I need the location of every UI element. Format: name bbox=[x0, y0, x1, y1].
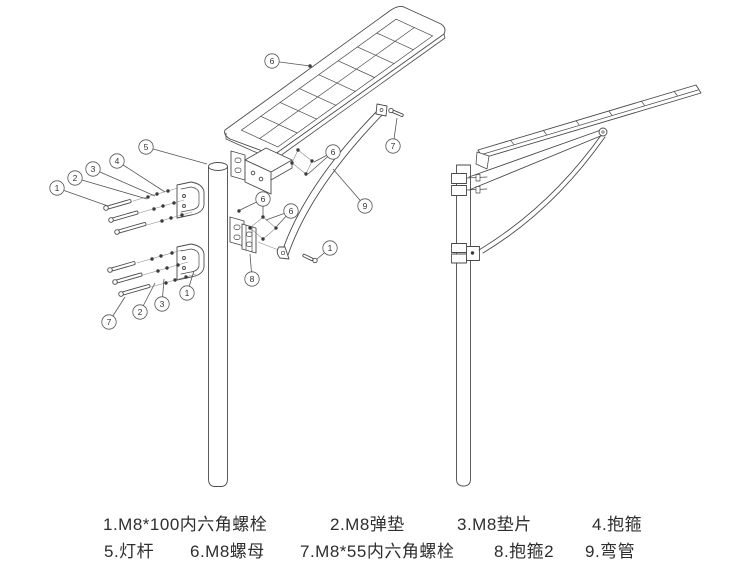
callout-number: 2 bbox=[73, 173, 78, 183]
callout-5: 5 bbox=[138, 139, 208, 165]
callout-number: 4 bbox=[115, 156, 120, 166]
callout-3-lower: 3 bbox=[154, 278, 170, 312]
part-label-1: 1.M8*100内六角螺栓 bbox=[103, 515, 268, 534]
part-label-8: 8.抱箍2 bbox=[494, 542, 555, 561]
callout-1-lower: 1 bbox=[179, 270, 195, 301]
callout-number: 6 bbox=[289, 206, 294, 216]
pole-clamp-upper bbox=[176, 181, 205, 219]
arm-tube-joint bbox=[598, 127, 608, 137]
callout-6-bracket: 6 bbox=[307, 144, 341, 175]
callout-6-panel: 6 bbox=[264, 53, 311, 69]
callout-2-lower: 2 bbox=[132, 282, 156, 320]
bent-tube bbox=[276, 103, 388, 260]
assembled-upper-clamp bbox=[451, 173, 488, 196]
callout-number: 7 bbox=[391, 141, 396, 151]
callout-7-tube: 7 bbox=[385, 117, 401, 154]
part-label-9: 9.弯管 bbox=[585, 542, 636, 561]
panel-grid bbox=[241, 18, 433, 148]
pole-back-plate-upper bbox=[230, 150, 246, 181]
callout-8: 8 bbox=[244, 253, 260, 287]
callout-number: 7 bbox=[107, 317, 112, 327]
part-label-5: 5.灯杆 bbox=[104, 542, 155, 561]
assembled-tube bbox=[478, 133, 606, 254]
callout-6-clamp2-a: 6 bbox=[239, 191, 271, 216]
part-label-7: 7.M8*55内六角螺栓 bbox=[300, 542, 455, 561]
right-assembled-diagram bbox=[451, 84, 702, 487]
assembled-arm bbox=[468, 129, 604, 191]
pole-back-plate-lower bbox=[229, 216, 245, 247]
callout-number: 3 bbox=[160, 299, 165, 309]
callout-number: 6 bbox=[270, 56, 275, 66]
callout-4: 4 bbox=[109, 153, 166, 193]
part-label-4: 4.抱箍 bbox=[592, 515, 643, 534]
part-label-2: 2.M8弹垫 bbox=[330, 515, 405, 534]
tube-bottom-bolt bbox=[302, 253, 318, 264]
light-pole bbox=[208, 162, 228, 487]
callout-number: 5 bbox=[144, 142, 149, 152]
solar-panel bbox=[224, 5, 446, 158]
callout-number: 3 bbox=[91, 164, 96, 174]
callout-number: 1 bbox=[328, 243, 333, 253]
callout-3: 3 bbox=[85, 161, 156, 197]
callout-7-lower: 7 bbox=[101, 296, 126, 330]
callout-number: 6 bbox=[331, 147, 336, 157]
assembly-diagram: 1 2 3 4 5 7 2 3 1 6 6 7 9 1 8 6 6 bbox=[49, 5, 702, 487]
callout-number: 2 bbox=[138, 307, 143, 317]
tube-top-bolt bbox=[388, 107, 404, 118]
panel-edge-ticks bbox=[510, 91, 678, 145]
callout-number: 8 bbox=[250, 274, 255, 284]
callout-2: 2 bbox=[67, 170, 148, 200]
callout-number: 1 bbox=[185, 288, 190, 298]
callout-9: 9 bbox=[332, 168, 373, 214]
part-label-3: 3.M8垫片 bbox=[457, 515, 532, 534]
assembled-panel bbox=[475, 84, 702, 170]
part-label-6: 6.M8螺母 bbox=[190, 542, 265, 561]
washers-and-nuts bbox=[146, 64, 314, 285]
callout-number: 1 bbox=[55, 183, 60, 193]
callout-1-tube: 1 bbox=[316, 240, 338, 260]
hex-bolts bbox=[103, 199, 151, 297]
callouts: 1 2 3 4 5 7 2 3 1 6 6 7 9 1 8 6 6 bbox=[49, 53, 401, 330]
callout-number: 9 bbox=[363, 201, 368, 211]
callout-6-clamp2-b: 6 bbox=[265, 203, 299, 227]
assembled-pole bbox=[456, 164, 471, 487]
callout-1: 1 bbox=[49, 180, 109, 207]
left-exploded-diagram bbox=[103, 5, 446, 487]
callout-number: 6 bbox=[261, 194, 266, 204]
assembled-lower-clamp bbox=[451, 243, 480, 264]
pole-clamp-lower bbox=[176, 243, 205, 281]
panel-arm-bracket bbox=[244, 147, 293, 195]
